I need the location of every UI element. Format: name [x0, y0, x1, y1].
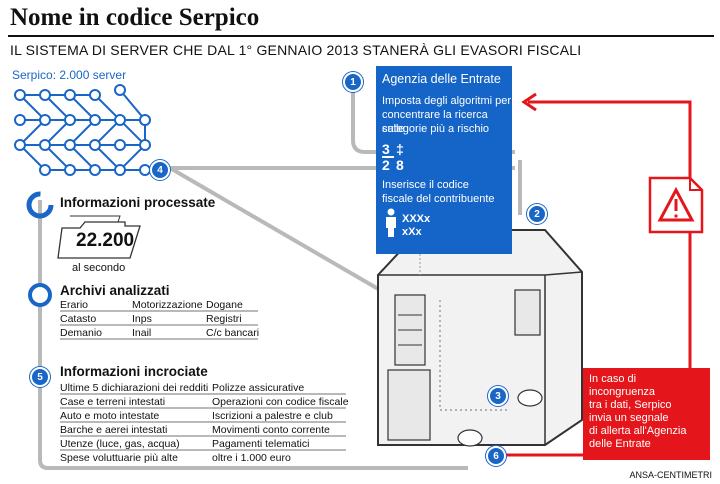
table-cell: Motorizzazione: [132, 299, 203, 311]
agenzia-line2: concentrare la ricerca sulle: [382, 109, 488, 135]
crossed-info-title: Informazioni incrociate: [60, 364, 208, 379]
table-cell: Auto e moto intestate: [60, 410, 160, 422]
table-cell: Inps: [132, 313, 152, 325]
agenzia-line1: Imposta degli algoritmi per: [382, 95, 512, 107]
table-cell: C/c bancari: [206, 327, 260, 339]
alert-line5: delle Entrate: [589, 438, 651, 450]
table-cell: Operazioni con codice fiscale: [212, 396, 349, 408]
step-badge-4: 4: [150, 160, 170, 180]
server-network-graph: [14, 84, 161, 176]
magnifier-icon: [28, 283, 52, 307]
warning-document-icon: [648, 176, 704, 234]
archives-title: Archivi analizzati: [60, 283, 170, 298]
table-row: Barche e aerei intestati Movimenti conto…: [60, 424, 350, 438]
table-cell: Demanio: [60, 327, 103, 339]
table-cell: Ultime 5 dichiarazioni dei redditi: [60, 382, 209, 394]
table-row: Ultime 5 dichiarazioni dei redditi Poliz…: [60, 382, 350, 396]
processing-ring-icon: [26, 191, 54, 219]
svg-text:3: 3: [382, 141, 390, 157]
table-cell: Polizze assicurative: [212, 382, 305, 394]
crossed-info-table: Ultime 5 dichiarazioni dei redditi Poliz…: [60, 382, 350, 466]
table-row: Utenze (luce, gas, acqua) Pagamenti tele…: [60, 438, 350, 452]
page-subtitle: IL SISTEMA DI SERVER CHE DAL 1° GENNAIO …: [10, 42, 582, 58]
processed-info-value: 22.200: [76, 230, 135, 251]
table-lines: [60, 310, 346, 451]
table-cell: Pagamenti telematici: [212, 438, 310, 450]
processed-info-title: Informazioni processate: [60, 195, 216, 210]
alert-line2: tra i dati, Serpico: [589, 399, 672, 411]
fiscal-code-1: XXXx: [402, 213, 431, 225]
step-badge-1: 1: [343, 72, 363, 92]
table-cell: Dogane: [206, 299, 243, 311]
step-badge-6: 6: [486, 446, 506, 466]
person-icon: [386, 208, 396, 237]
table-cell: Barche e aerei intestati: [60, 424, 168, 436]
agenzia-line3: categorie più a rischio: [382, 123, 490, 135]
agenzia-line4: Inserisce il codice: [382, 179, 469, 191]
algorithm-icon: 3 ‡ 2 8: [382, 141, 404, 172]
table-cell: Erario: [60, 299, 89, 311]
alert-line3: invia un segnale: [589, 412, 669, 424]
server-tower: [377, 229, 583, 447]
server-count-label: Serpico: 2.000 server: [12, 68, 127, 82]
table-row: Catasto Inps Registri: [60, 313, 260, 327]
processed-info-unit: al secondo: [72, 262, 126, 274]
svg-text:‡: ‡: [396, 141, 404, 157]
table-cell: oltre i 1.000 euro: [212, 452, 291, 464]
fiscal-code-2: xXx: [402, 226, 422, 238]
alert-line1: In caso di incongruenza: [589, 373, 656, 398]
table-cell: Catasto: [60, 313, 97, 325]
table-cell: Iscrizioni a palestre e club: [212, 410, 333, 422]
table-row: Demanio Inail C/c bancari: [60, 327, 260, 341]
svg-text:2: 2: [382, 157, 390, 172]
alert-box: In caso di incongruenza tra i dati, Serp…: [583, 368, 710, 460]
alert-line4: di allerta all'Agenzia: [589, 425, 687, 437]
table-row: Spese voluttuarie più alte oltre i 1.000…: [60, 452, 350, 466]
title-divider: [8, 35, 714, 37]
table-cell: Registri: [206, 313, 242, 325]
table-cell: Inail: [132, 327, 152, 339]
svg-text:8: 8: [396, 157, 404, 172]
table-cell: Case e terreni intestati: [60, 396, 166, 408]
credit-label: ANSA-CENTIMETRI: [629, 470, 712, 480]
page-title: Nome in codice Serpico: [10, 4, 260, 31]
agenzia-line5: fiscale del contribuente: [382, 193, 495, 205]
table-row: Erario Motorizzazione Dogane: [60, 299, 260, 313]
table-cell: Spese voluttuarie più alte: [60, 452, 178, 464]
agenzia-entrate-box: Agenzia delle Entrate Imposta degli algo…: [376, 66, 512, 254]
archives-table: Erario Motorizzazione Dogane Catasto Inp…: [60, 299, 260, 341]
agenzia-title: Agenzia delle Entrate: [382, 72, 501, 86]
step-badge-2: 2: [527, 204, 547, 224]
table-row: Case e terreni intestati Operazioni con …: [60, 396, 350, 410]
step-badge-5: 5: [30, 367, 50, 387]
table-row: Auto e moto intestate Iscrizioni a pales…: [60, 410, 350, 424]
table-cell: Movimenti conto corrente: [212, 424, 330, 436]
step-badge-3: 3: [488, 386, 508, 406]
table-cell: Utenze (luce, gas, acqua): [60, 438, 180, 450]
folder-icon: [57, 215, 141, 259]
